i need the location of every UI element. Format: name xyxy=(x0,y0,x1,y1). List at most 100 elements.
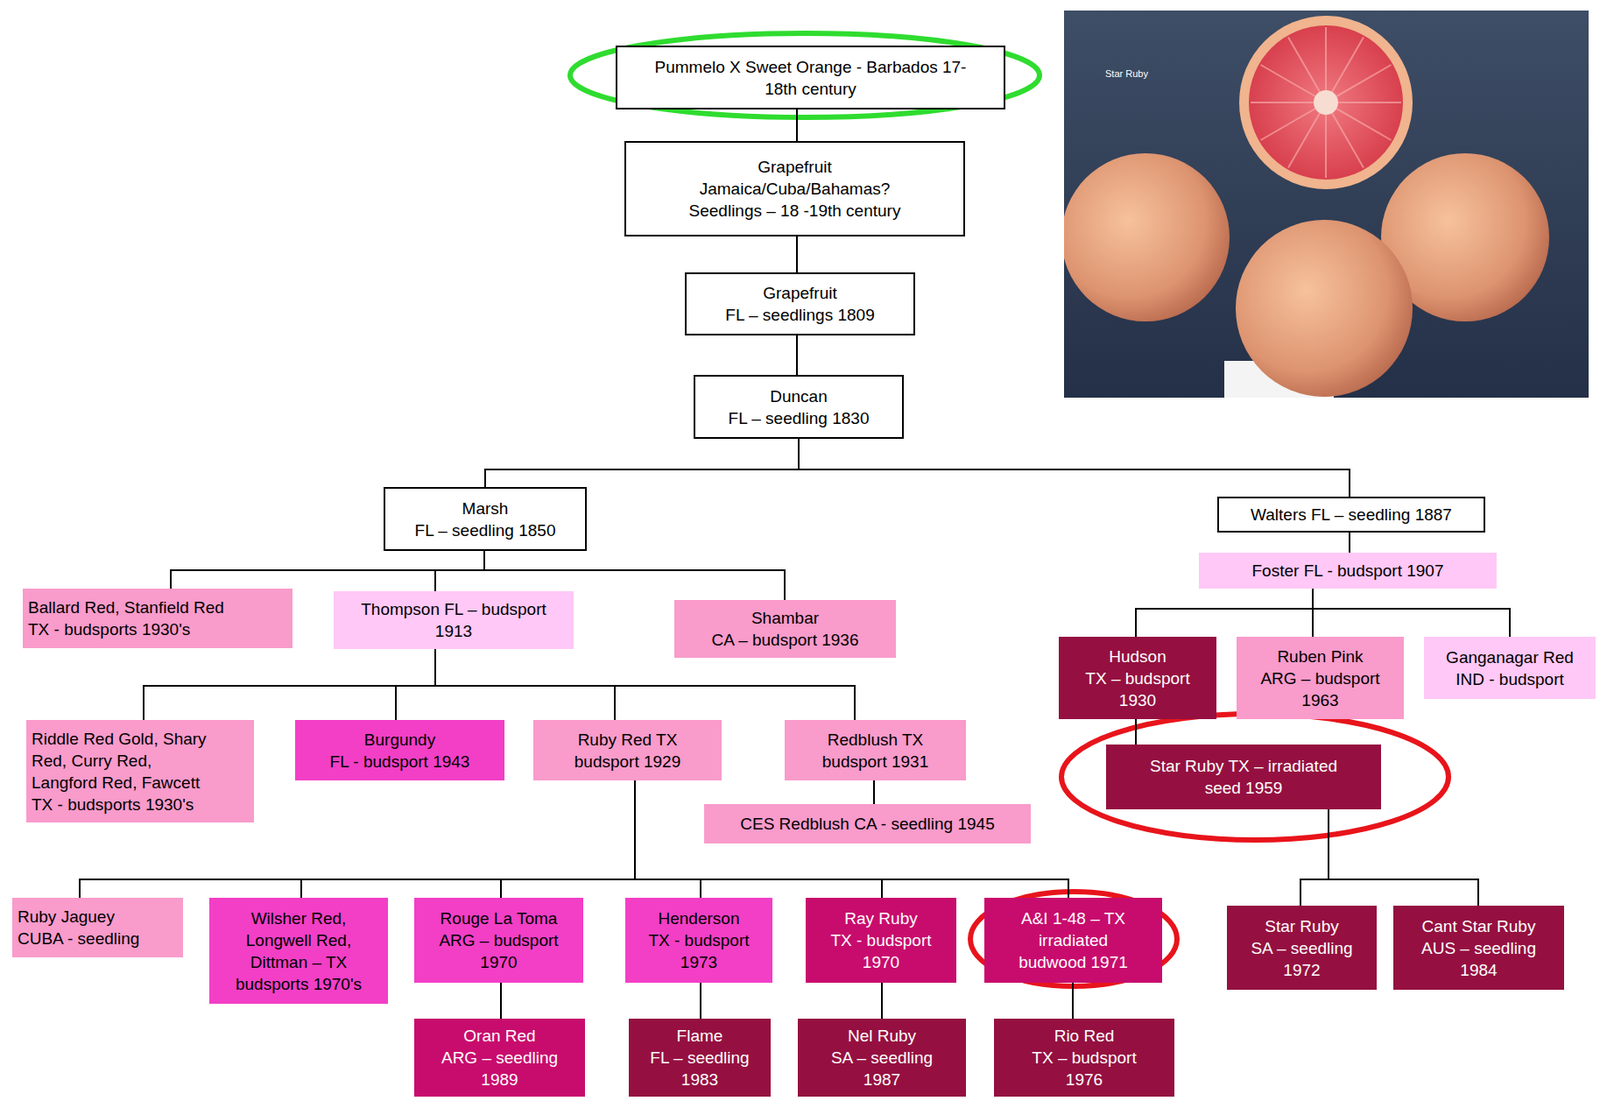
variety-name: Star Ruby xyxy=(1264,915,1339,938)
variety-name: Star Ruby TX – irradiated seed 1959 xyxy=(1142,754,1345,799)
lineage-connector xyxy=(873,780,875,804)
lineage-connector xyxy=(1134,718,1137,745)
variety-box: HudsonTX – budsport 1930 xyxy=(1058,636,1217,719)
variety-name: Cant Star Ruby xyxy=(1422,915,1537,938)
lineage-connector xyxy=(796,236,798,273)
variety-name: Grapefruit xyxy=(762,281,837,304)
variety-name: Wilsher Red, Longwell Red, Dittman – TX … xyxy=(228,907,369,995)
variety-box: Ruby JagueyCUBA - seedling xyxy=(12,897,184,958)
variety-name: Thompson FL – budsport 1913 xyxy=(349,598,558,642)
variety-name: CES Redblush CA - seedling 1945 xyxy=(740,812,994,835)
variety-info: FL – seedling 1850 xyxy=(415,519,557,542)
variety-info: TX - budsports 1930's xyxy=(31,793,194,816)
variety-name: Nel Ruby xyxy=(847,1024,917,1047)
variety-box: CES Redblush CA - seedling 1945 xyxy=(704,803,1031,844)
variety-box: GrapefruitFL – seedlings 1809 xyxy=(684,272,916,336)
variety-info: FL – seedling 1830 xyxy=(728,407,870,430)
photo-label: Star Ruby xyxy=(1105,68,1149,80)
variety-info: IND - budsport xyxy=(1455,668,1565,691)
variety-info: TX - budsport 1973 xyxy=(637,929,761,973)
variety-name: A&I 1-48 – TX irradiated budwood 1971 xyxy=(1007,907,1140,973)
lineage-connector xyxy=(395,648,436,720)
variety-box: Ganganagar RedIND - budsport xyxy=(1423,636,1596,699)
red-ring xyxy=(1061,713,1449,840)
grapefruit-rind xyxy=(1239,15,1413,190)
variety-info: ARG – budsport 1963 xyxy=(1250,667,1391,712)
variety-info: CA – budsport 1936 xyxy=(711,628,860,651)
variety-info: FL – seedling 1983 xyxy=(642,1046,757,1091)
lineage-connector xyxy=(1300,809,1329,906)
variety-box: Riddle Red Gold, Shary Red, Curry Red, L… xyxy=(26,719,254,823)
variety-name: Hudson xyxy=(1108,645,1167,668)
variety-info: TX - budsport 1970 xyxy=(819,929,943,973)
variety-box: Ballard Red, Stanfield RedTX - budsports… xyxy=(22,588,293,649)
lineage-connector xyxy=(881,982,883,1019)
variety-info: FL – seedlings 1809 xyxy=(725,303,875,326)
variety-box: Pummelo X Sweet Orange - Barbados 17-18t… xyxy=(615,45,1006,110)
variety-box: BurgundyFL - budsport 1943 xyxy=(295,719,505,781)
variety-name: Pummelo X Sweet Orange - Barbados 17-18t… xyxy=(653,56,969,100)
green-ring xyxy=(570,33,1040,118)
lineage-connector xyxy=(699,982,702,1019)
lineage-connector xyxy=(500,982,502,1019)
variety-name: Riddle Red Gold, Shary Red, Curry Red, L… xyxy=(31,727,216,794)
variety-name: Redblush TX budsport 1931 xyxy=(814,728,938,773)
variety-name: Ballard Red, Stanfield Red xyxy=(28,596,225,619)
lineage-connector xyxy=(301,780,635,898)
lineage-connector xyxy=(435,550,485,592)
variety-box: Rouge La TomaARG – budsport 1970 xyxy=(414,897,584,983)
lineage-connector xyxy=(435,648,615,720)
lineage-connector xyxy=(500,780,635,898)
variety-info: FL - budsport 1943 xyxy=(330,750,471,773)
variety-name: Burgundy xyxy=(364,728,436,751)
variety-box: Ruben PinkARG – budsport 1963 xyxy=(1236,636,1404,719)
variety-box: Cant Star RubyAUS – seedling 1984 xyxy=(1393,905,1565,990)
variety-name: Shambar xyxy=(751,606,819,629)
variety-info: TX – budsport 1976 xyxy=(1022,1046,1146,1091)
variety-name: Henderson xyxy=(658,907,741,930)
lineage-connector xyxy=(435,648,855,720)
variety-box: A&I 1-48 – TX irradiated budwood 1971 xyxy=(984,897,1163,983)
variety-name: Duncan xyxy=(769,385,828,408)
pith xyxy=(1313,90,1339,115)
lineage-connector xyxy=(143,648,436,720)
grapefruit xyxy=(1235,219,1413,397)
variety-info: SA – seedling 1972 xyxy=(1242,937,1361,981)
variety-info: ARG – seedling 1989 xyxy=(434,1046,566,1091)
variety-box: HendersonTX - budsport 1973 xyxy=(625,897,773,983)
variety-name: Ganganagar Red xyxy=(1445,646,1574,669)
variety-name: Walters FL – seedling 1887 xyxy=(1250,503,1452,526)
variety-info: ARG – budsport 1970 xyxy=(429,929,570,973)
variety-box: Star RubySA – seedling 1972 xyxy=(1226,905,1377,990)
variety-info: AUS – seedling 1984 xyxy=(1413,937,1545,981)
variety-box: Ruby Red TX budsport 1929 xyxy=(533,719,722,781)
grapefruit-flesh xyxy=(1248,25,1403,180)
variety-box: MarshFL – seedling 1850 xyxy=(383,486,587,551)
variety-box: Star Ruby TX – irradiated seed 1959 xyxy=(1106,744,1382,810)
variety-info: TX - budsports 1930's xyxy=(28,618,191,641)
variety-box: Walters FL – seedling 1887 xyxy=(1217,496,1486,533)
variety-name: Ruben Pink xyxy=(1276,645,1363,668)
variety-name: Rio Red xyxy=(1054,1024,1115,1047)
variety-name: Marsh xyxy=(462,497,509,520)
segment-lines xyxy=(1250,27,1402,178)
variety-name: Ruby Red TX budsport 1929 xyxy=(562,728,694,773)
variety-box: Ray RubyTX - budsport 1970 xyxy=(805,897,957,983)
variety-box: DuncanFL – seedling 1830 xyxy=(693,374,904,439)
lineage-connector xyxy=(1348,532,1351,553)
variety-info: Jamaica/Cuba/Bahamas? Seedlings – 18 -19… xyxy=(681,177,910,222)
lineage-connector xyxy=(1071,982,1074,1019)
variety-box: Oran RedARG – seedling 1989 xyxy=(414,1018,586,1097)
lineage-connector xyxy=(1312,588,1510,637)
lineage-connector xyxy=(796,335,798,375)
variety-name: Oran Red xyxy=(463,1024,536,1047)
lineage-connector xyxy=(485,438,799,487)
variety-name: Ruby Jaguey xyxy=(17,905,115,928)
variety-name: Ray Ruby xyxy=(844,907,917,930)
variety-box: Thompson FL – budsport 1913 xyxy=(333,591,574,649)
lineage-connector xyxy=(1328,809,1479,906)
variety-box: GrapefruitJamaica/Cuba/Bahamas? Seedling… xyxy=(624,140,966,237)
variety-name: Foster FL - budsport 1907 xyxy=(1252,559,1445,582)
variety-box: ShambarCA – budsport 1936 xyxy=(674,599,896,658)
variety-box: Wilsher Red, Longwell Red, Dittman – TX … xyxy=(209,897,388,1004)
